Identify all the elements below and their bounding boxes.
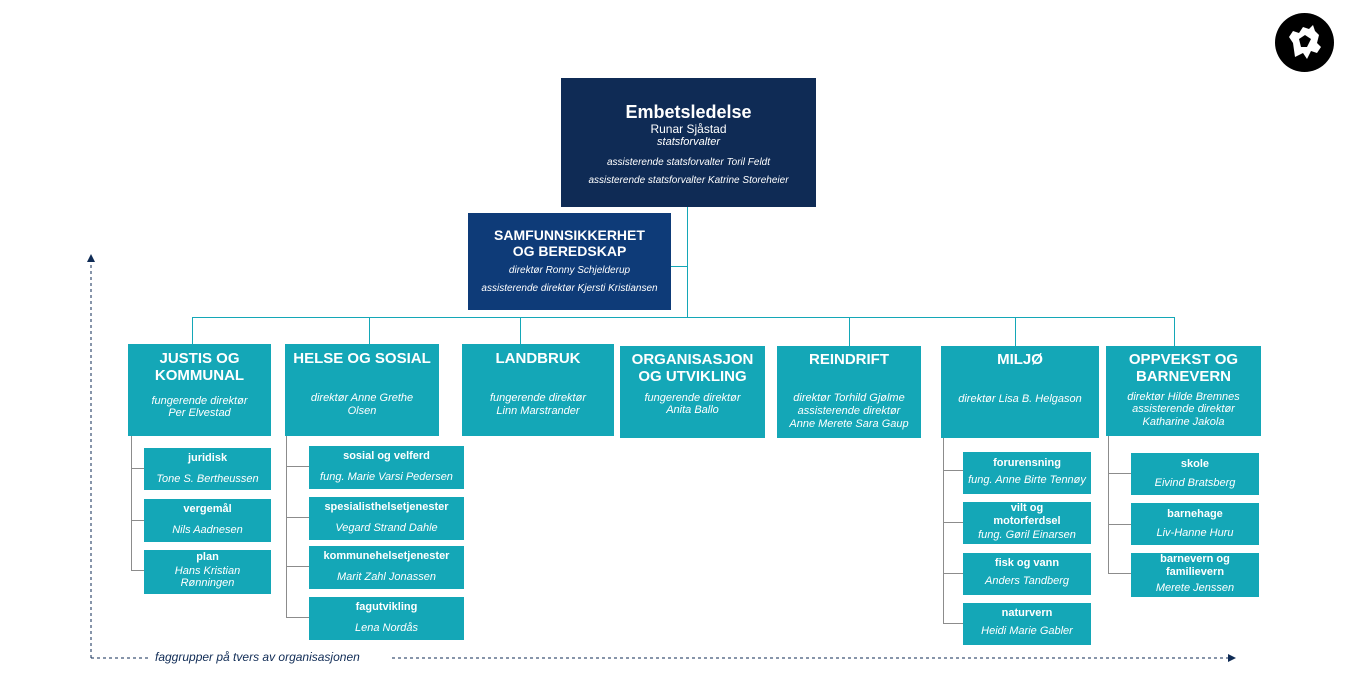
dept-title: REINDRIFT [809,351,889,368]
sub-title: kommunehelsetjenester [323,550,450,562]
dept-text: direktør Lisa B. Helgason [958,393,1082,406]
management-box: Embetsledelse Runar Sjåstad statsforvalt… [561,78,816,207]
dept-miljo: MILJØ direktør Lisa B. Helgason [941,346,1099,438]
dept-title: ORGANISASJON [631,351,754,368]
sub-text: Heidi Marie Gabler [981,624,1073,637]
sub-title: barnevern og [1160,553,1230,565]
dept-helse: HELSE OG SOSIAL direktør Anne Grethe Ols… [285,344,439,436]
sub-text: Vegard Strand Dahle [335,521,438,534]
sub-title: vergemål [183,503,232,515]
sub-text: Nils Aadnesen [172,523,243,536]
safety-box: SAMFUNNSIKKERHET OG BEREDSKAP direktør R… [468,213,671,310]
sub-text: Rønningen [180,577,235,590]
dept-text: Katharine Jakola [1142,415,1225,428]
dept-title: LANDBRUK [495,350,581,367]
sub-title: vilt og [1010,502,1044,514]
sub-fisk: fisk og vann Anders Tandberg [963,553,1091,595]
dept-title: BARNEVERN [1135,368,1231,386]
sub-text: Hans Kristian [174,564,241,577]
safety-line-2: assisterende direktør Kjersti Kristianse… [481,282,658,294]
sub-title: fagutvikling [355,601,418,613]
sub-text: fung. Anne Birte Tennøy [968,473,1086,486]
sub-text: Anders Tandberg [985,574,1069,587]
sub-forurensning: forurensning fung. Anne Birte Tennøy [963,452,1091,494]
safety-line-1: direktør Ronny Schjelderup [508,265,631,277]
dept-title: MILJØ [997,351,1043,368]
sub-barnehage: barnehage Liv-Hanne Huru [1131,503,1259,545]
sub-vergemal: vergemål Nils Aadnesen [144,499,271,542]
dept-text: Olsen [347,404,377,417]
sub-text: Lena Nordås [355,621,418,634]
safety-title-1: SAMFUNNSIKKERHET [494,227,645,243]
dept-title: HELSE OG SOSIAL [293,350,431,367]
sub-title: spesialisthelsetjenester [324,501,449,513]
management-assistant-1: assisterende statsforvalter Toril Feldt [606,157,771,169]
safety-title-2: OG BEREDSKAP [512,243,627,260]
sub-title: skole [1180,458,1210,470]
dept-landbruk: LANDBRUK fungerende direktør Linn Marstr… [462,344,614,436]
dept-title: KOMMUNAL [154,367,245,385]
sub-barnevern: barnevern og familievern Merete Jenssen [1131,553,1259,597]
sub-title: plan [196,551,219,563]
dept-text: fungerende direktør [490,392,586,405]
management-assistant-2: assisterende statsforvalter Katrine Stor… [588,174,789,186]
dept-text: direktør Anne Grethe [310,392,414,405]
sub-title: naturvern [1001,607,1053,619]
sub-title: forurensning [993,457,1061,469]
sub-kommunehelse: kommunehelsetjenester Marit Zahl Jonasse… [309,546,464,589]
dept-text: Anita Ballo [666,404,719,417]
sub-text: Marit Zahl Jonassen [336,570,437,583]
sub-juridisk: juridisk Tone S. Bertheussen [144,448,271,490]
dept-text: fungerende direktør [644,391,741,404]
coat-of-arms-logo [1275,13,1334,72]
dept-text: Anne Merete Sara Gaup [789,417,909,430]
sub-naturvern: naturvern Heidi Marie Gabler [963,603,1091,645]
dept-text: direktør Hilde Bremnes [1127,390,1240,403]
sub-text: Liv-Hanne Huru [1156,526,1234,539]
sub-vilt: vilt og motorferdsel fung. Gøril Einarse… [963,502,1091,544]
sub-spesialist: spesialisthelsetjenester Vegard Strand D… [309,497,464,540]
sub-title: barnehage [1167,508,1223,520]
sub-title: fisk og vann [994,557,1060,569]
sub-text: fung. Marie Varsi Pedersen [320,470,453,483]
management-name: Runar Sjåstad [650,121,727,136]
dept-title: OG UTVIKLING [638,368,747,386]
dept-text: fungerende direktør [151,394,248,407]
sub-title: familievern [1165,565,1225,578]
management-role: statsforvalter [657,136,720,149]
sub-title: sosial og velferd [343,450,430,462]
dept-justis: JUSTIS OG KOMMUNAL fungerende direktør P… [128,344,271,436]
sub-text: Eivind Bratsberg [1154,476,1236,489]
dept-oppvekst: OPPVEKST OG BARNEVERN direktør Hilde Bre… [1106,346,1261,436]
dept-text: assisterende direktør [1132,403,1235,416]
dept-organisasjon: ORGANISASJON OG UTVIKLING fungerende dir… [620,346,765,438]
sub-text: Tone S. Bertheussen [156,472,259,485]
dept-title: JUSTIS OG [159,350,240,367]
sub-fagutvikling: fagutvikling Lena Nordås [309,597,464,640]
dept-text: Linn Marstrander [496,404,580,417]
dept-text: direktør Torhild Gjølme [793,392,905,405]
sub-text: fung. Gøril Einarsen [978,529,1076,542]
sub-title: juridisk [187,452,228,464]
lion-icon [1289,25,1321,59]
sub-plan: plan Hans Kristian Rønningen [144,550,271,594]
axis-label: faggrupper på tvers av organisasjonen [155,650,360,664]
sub-text: Merete Jenssen [1155,582,1235,595]
dept-reindrift: REINDRIFT direktør Torhild Gjølme assist… [777,346,921,438]
sub-skole: skole Eivind Bratsberg [1131,453,1259,495]
management-title: Embetsledelse [625,102,752,122]
dept-text: Per Elvestad [168,407,231,420]
dept-text: assisterende direktør [797,404,901,417]
sub-title: motorferdsel [993,514,1061,527]
sub-sosial: sosial og velferd fung. Marie Varsi Pede… [309,446,464,489]
dept-title: OPPVEKST OG [1128,351,1239,368]
